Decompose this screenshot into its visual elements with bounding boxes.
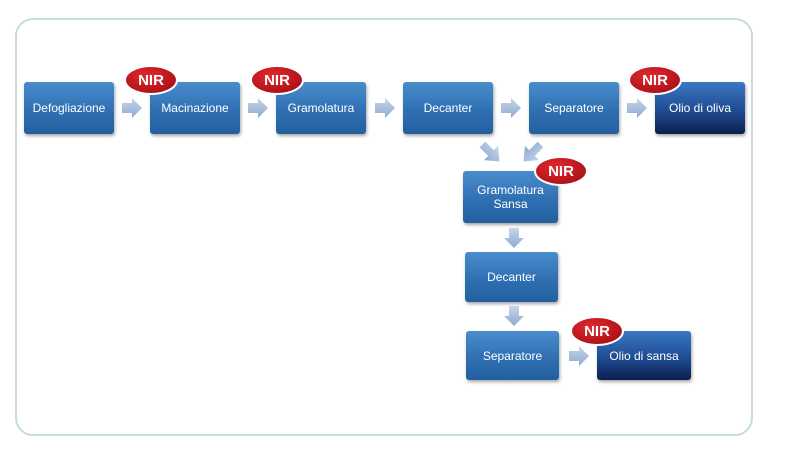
node-decanter-1: Decanter (403, 82, 493, 134)
node-label-line2: Sansa (493, 197, 528, 211)
node-separatore-1: Separatore (529, 82, 619, 134)
nir-label: NIR (138, 71, 164, 89)
arrow-down-icon (504, 306, 524, 326)
arrow-diagonal-down-left-icon (523, 141, 544, 162)
node-label: Separatore (482, 348, 543, 363)
nir-badge: NIR (249, 64, 305, 96)
node-label: Decanter (423, 101, 473, 115)
node-separatore-2: Separatore (466, 331, 559, 380)
node-label-line1: Gramolatura (477, 183, 544, 197)
nir-badge: NIR (569, 315, 625, 347)
node-defogliazione: Defogliazione (24, 82, 114, 134)
node-label: Separatore (544, 101, 604, 115)
node-label: Defogliazione (32, 101, 106, 115)
node-label: Macinazione (161, 101, 229, 115)
node-label: Gramolatura (287, 101, 355, 115)
arrow-right-icon (122, 98, 142, 118)
arrow-right-icon (627, 98, 647, 118)
arrow-right-icon (375, 98, 395, 118)
arrow-right-icon (248, 98, 268, 118)
node-label: Olio di oliva (668, 101, 732, 115)
arrow-diagonal-down-right-icon (479, 141, 500, 162)
node-gramolatura: Gramolatura (276, 82, 366, 134)
node-label: Decanter (487, 270, 536, 284)
arrow-right-icon (569, 346, 589, 366)
nir-badge: NIR (533, 155, 589, 187)
node-decanter-2: Decanter (465, 252, 558, 302)
arrow-right-icon (501, 98, 521, 118)
nir-badge: NIR (123, 64, 179, 96)
nir-label: NIR (584, 322, 610, 340)
node-label: Olio di sansa (609, 348, 679, 363)
arrow-down-icon (504, 228, 524, 248)
nir-label: NIR (264, 71, 290, 89)
nir-badge: NIR (627, 64, 683, 96)
nir-label: NIR (642, 71, 668, 89)
nir-label: NIR (548, 162, 574, 180)
